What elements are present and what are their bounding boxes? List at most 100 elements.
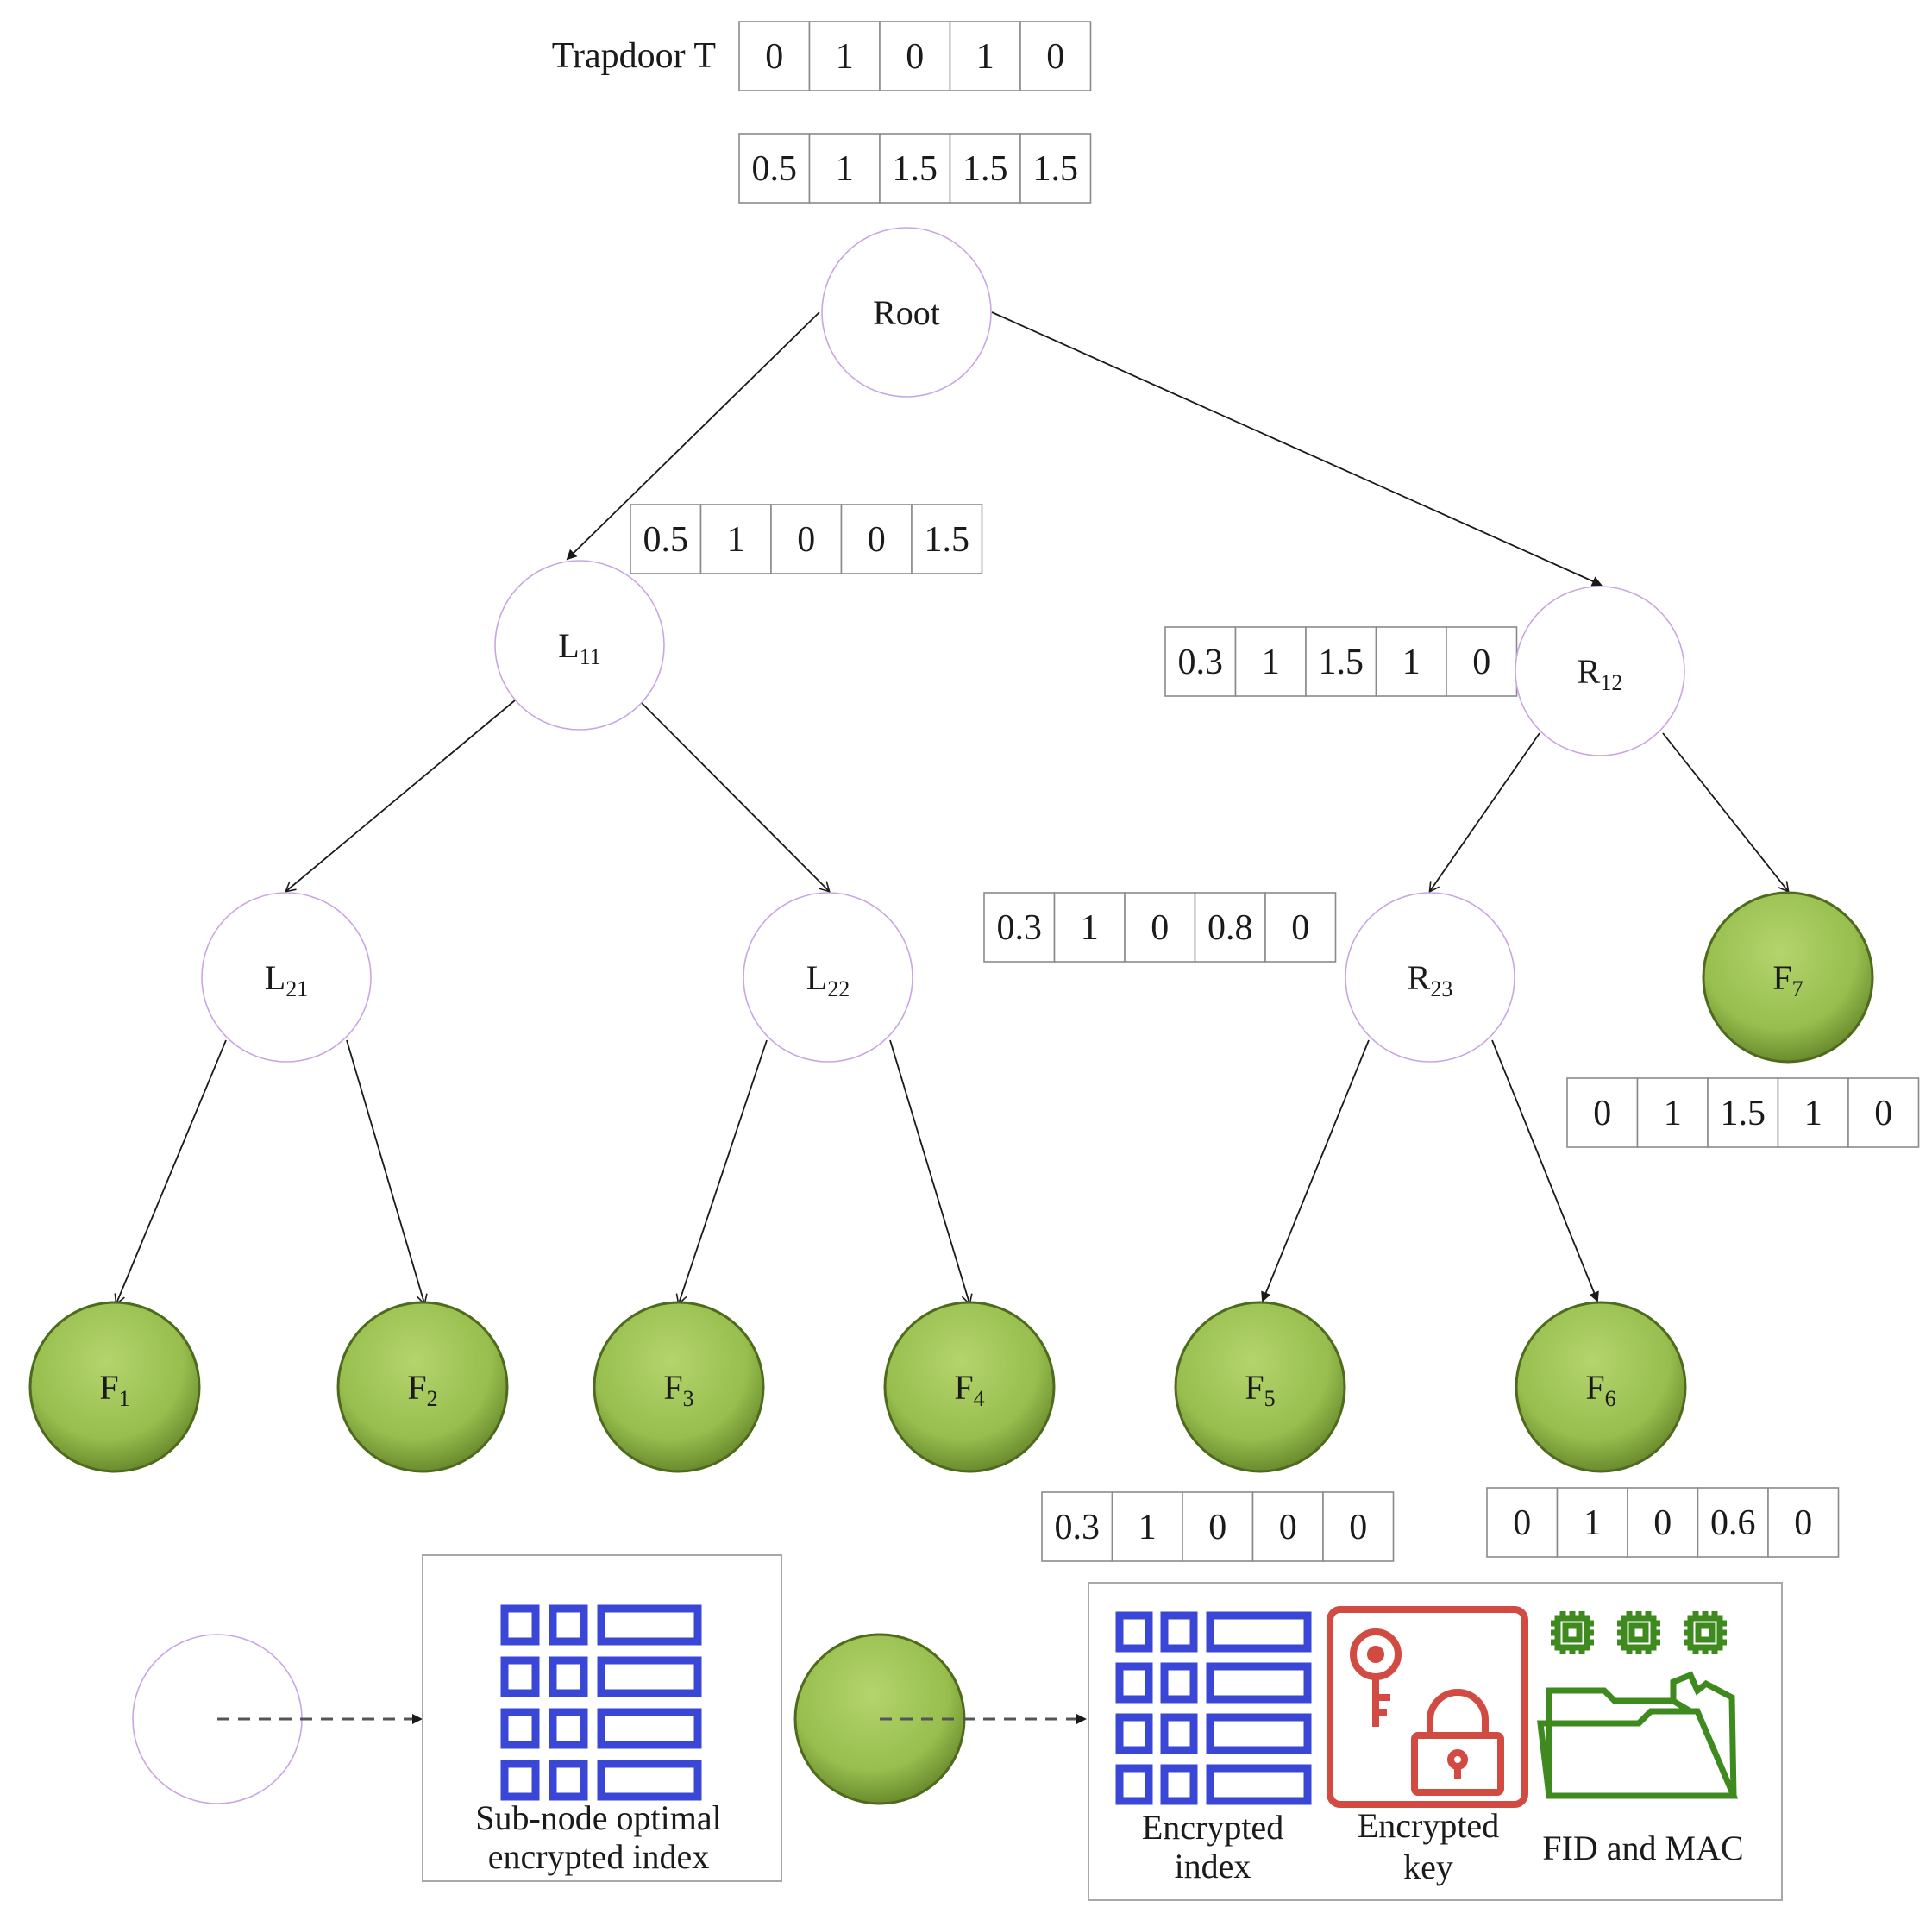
- legend-fid-mac-label: FID and MAC: [1542, 1829, 1743, 1867]
- r23-vector-cell-value: 0.3: [997, 908, 1043, 948]
- edge-l11-l22: [638, 700, 831, 893]
- leaf-f6-label: F6: [1585, 1368, 1615, 1411]
- f5-vector-cell-value: 0.3: [1055, 1508, 1101, 1547]
- l11-vector-cell-value: 1.5: [925, 520, 970, 560]
- leaf-f4-label: F4: [954, 1368, 984, 1411]
- f6-vector-cell-value: 0: [1794, 1503, 1812, 1543]
- f6-vector-cell-value: 0: [1513, 1503, 1531, 1543]
- root-vector-cell-value: 1: [836, 149, 854, 189]
- l11-vector-cell-value: 0.5: [643, 520, 689, 560]
- leaf-f2: F2: [336, 1301, 509, 1473]
- node-r12-label: R12: [1578, 652, 1623, 695]
- legend-encrypted-key-line2: key: [1403, 1848, 1453, 1886]
- leaf-f5: F5: [1174, 1301, 1346, 1473]
- trapdoor-cell-box: [949, 21, 1021, 91]
- trapdoor-cell-value: 1: [836, 37, 854, 77]
- edge-root-r12: [991, 311, 1603, 587]
- legend: Sub-node optimal encrypted index Encrypt…: [132, 1554, 1783, 1901]
- edge-l22-f3: [675, 1039, 768, 1306]
- r12-vector-cell-box: [1446, 626, 1518, 697]
- encrypted-index-icon: [1115, 1611, 1312, 1805]
- f7-vector-cell-value: 0: [1593, 1094, 1611, 1133]
- leaf-f1-label: F1: [99, 1368, 129, 1411]
- f6-vector-cell-value: 1: [1584, 1503, 1602, 1543]
- f6-vector-cell-value: 0: [1653, 1503, 1672, 1543]
- edge-l11-l21: [284, 700, 516, 893]
- root-vector: 0.5 1 1.5 1.5 1.5: [738, 133, 1092, 204]
- legend-encrypted-index-line1: Encrypted: [1142, 1808, 1283, 1847]
- leaf-f2-label: F2: [407, 1368, 437, 1411]
- node-l22: L22: [743, 892, 913, 1063]
- f5-vector-cell-value: 0: [1349, 1508, 1367, 1547]
- f5-vector-cell-box: [1111, 1491, 1183, 1562]
- f7-vector-cell-value: 1: [1804, 1094, 1822, 1133]
- r23-vector-cell-box: [1124, 892, 1196, 963]
- r12-vector-cell-box: [1234, 626, 1307, 697]
- f5-vector-cell-box: [1182, 1491, 1254, 1562]
- f5-vector-cell-box: [1322, 1491, 1395, 1562]
- r23-vector-cell-box: [1053, 892, 1126, 963]
- legend-internal-label-line2: encrypted index: [488, 1837, 710, 1876]
- r12-vector-cell-box: [1305, 626, 1377, 697]
- root-vector-cell-value: 1.5: [1033, 149, 1079, 189]
- leaf-f2-circle: [336, 1301, 509, 1473]
- node-l11-label: L11: [558, 626, 600, 669]
- node-l21: L21: [201, 892, 372, 1063]
- f7-vector-cell-value: 0: [1874, 1094, 1892, 1133]
- r12-vector-cell-value: 0: [1472, 643, 1490, 682]
- r12-vector-cell-box: [1164, 626, 1237, 697]
- node-r23-label: R23: [1408, 958, 1453, 1001]
- f7-vector-cell-box: [1636, 1077, 1709, 1148]
- root-vector-cell-box: [1019, 133, 1092, 204]
- leaf-f3-circle: [593, 1301, 765, 1473]
- edge-l22-f4: [889, 1039, 973, 1306]
- f5-vector-cell-box: [1041, 1491, 1113, 1562]
- l11-vector-cell-value: 0: [797, 520, 815, 560]
- node-l11: L11: [494, 560, 665, 731]
- node-l22-circle: [743, 892, 913, 1063]
- l11-vector-cell-value: 0: [868, 520, 886, 560]
- root-vector-cell-value: 1.5: [893, 149, 938, 189]
- trapdoor-cell-box: [879, 21, 951, 91]
- trapdoor-cell-value: 0: [906, 37, 924, 77]
- root-vector-cell-box: [949, 133, 1021, 204]
- leaf-f1: F1: [28, 1301, 201, 1473]
- l11-vector-cell-box: [840, 504, 913, 574]
- l11-vector-cell-box: [911, 504, 983, 574]
- trapdoor-cell-value: 1: [976, 37, 994, 77]
- r23-vector-cell-value: 0.8: [1208, 908, 1253, 948]
- r12-vector-cell-value: 1: [1402, 643, 1421, 682]
- leaf-f1-circle: [28, 1301, 201, 1473]
- trapdoor-cell-value: 0: [1046, 37, 1064, 77]
- legend-internal-label-line1: Sub-node optimal: [475, 1798, 722, 1837]
- node-root-label: Root: [873, 293, 940, 332]
- legend-encrypted-key-line1: Encrypted: [1358, 1806, 1499, 1845]
- leaf-f4-circle: [883, 1301, 1056, 1473]
- r12-vector-cell-value: 1.5: [1319, 643, 1364, 682]
- f5-vector-cell-value: 1: [1138, 1508, 1157, 1547]
- f7-vector-cell-value: 1.5: [1721, 1094, 1766, 1133]
- edge-r23-f6: [1491, 1039, 1599, 1302]
- node-r23-circle: [1345, 892, 1515, 1063]
- r23-vector-cell-box: [1194, 892, 1266, 963]
- root-vector-cell-value: 0.5: [752, 149, 798, 189]
- legend-leaf-box: [1088, 1582, 1783, 1901]
- root-vector-cell-value: 1.5: [963, 149, 1008, 189]
- node-r12: R12: [1515, 586, 1685, 756]
- edge-r12-f7: [1662, 732, 1790, 894]
- leaf-f7-label: F7: [1772, 958, 1803, 1001]
- trapdoor-cell-box: [1019, 21, 1092, 91]
- trapdoor-label: Trapdoor T: [552, 36, 716, 76]
- leaf-f6: F6: [1515, 1301, 1687, 1473]
- leaf-f5-circle: [1174, 1301, 1346, 1473]
- node-l22-label: L22: [806, 958, 850, 1001]
- leaf-f3-label: F3: [663, 1368, 693, 1411]
- trapdoor-cell-box: [738, 21, 811, 91]
- f5-vector-cell-value: 0: [1208, 1508, 1226, 1547]
- leaf-f7-circle: [1702, 891, 1874, 1064]
